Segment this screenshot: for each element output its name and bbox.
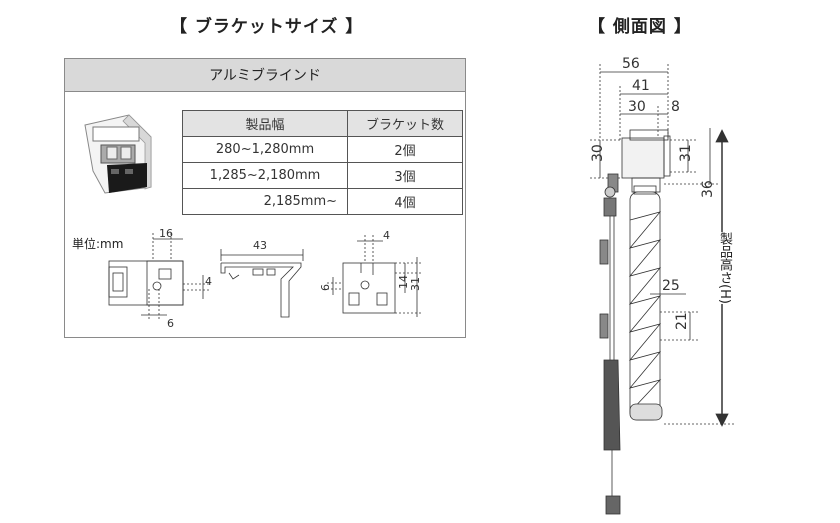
dim-front-top: 16: [159, 227, 173, 240]
dim-30-top: 30: [628, 99, 646, 115]
table-cell-width: 2,185mm~: [182, 188, 348, 215]
dim-front-bottom: 6: [167, 317, 174, 330]
table-row: 280~1,280mm 2個: [182, 136, 463, 163]
dim-30-left: 30: [590, 144, 606, 162]
bracket-table: 製品幅 ブラケット数 280~1,280mm 2個 1,285~2,180mm …: [182, 110, 463, 215]
dim-right-top: 4: [383, 229, 390, 242]
table-header-count: ブラケット数: [347, 110, 463, 137]
bracket-side-view: 4 6 14 31: [319, 229, 422, 317]
table-cell-count: 4個: [347, 188, 463, 215]
dim-mid-top: 43: [253, 239, 267, 252]
side-view-drawing: 56 41 30 8 30 31 36 25 21: [590, 56, 734, 515]
dim-right-left: 6: [319, 284, 332, 291]
dim-right-mid: 14: [397, 275, 410, 289]
table-row: 2,185mm~ 4個: [182, 188, 463, 215]
bracket-panel: アルミブラインド 製品幅 ブラケット数 280~1,280mm 2個 1,285…: [64, 58, 466, 338]
bracket-dimension-drawings: 16 4 6 43: [108, 227, 422, 330]
table-cell-width: 1,285~2,180mm: [182, 162, 348, 189]
table-header-row: 製品幅 ブラケット数: [182, 110, 463, 137]
unit-label: 単位:mm: [72, 237, 124, 251]
dim-21: 21: [674, 312, 690, 330]
bracket-front-view: 16 4 6: [108, 227, 212, 330]
dim-31: 31: [678, 144, 694, 162]
bracket-size-title: 【 ブラケットサイズ 】: [170, 17, 364, 37]
bracket-profile-view: 43: [220, 239, 304, 318]
table-cell-width: 280~1,280mm: [182, 136, 348, 163]
bracket-image: [84, 114, 152, 194]
dim-right-far: 31: [409, 277, 422, 291]
dim-41: 41: [632, 78, 650, 94]
dim-56: 56: [622, 56, 640, 72]
panel-header: アルミブラインド: [65, 59, 465, 92]
table-row: 1,285~2,180mm 3個: [182, 162, 463, 189]
table-cell-count: 2個: [347, 136, 463, 163]
side-view-title: 【 側面図 】: [588, 17, 692, 37]
dim-36: 36: [700, 180, 716, 198]
dim-8: 8: [671, 99, 680, 115]
height-label: 製品高さ(H): [716, 232, 732, 304]
dim-front-side: 4: [205, 275, 212, 288]
table-cell-count: 3個: [347, 162, 463, 189]
table-header-width: 製品幅: [182, 110, 348, 137]
dim-25: 25: [662, 278, 680, 294]
